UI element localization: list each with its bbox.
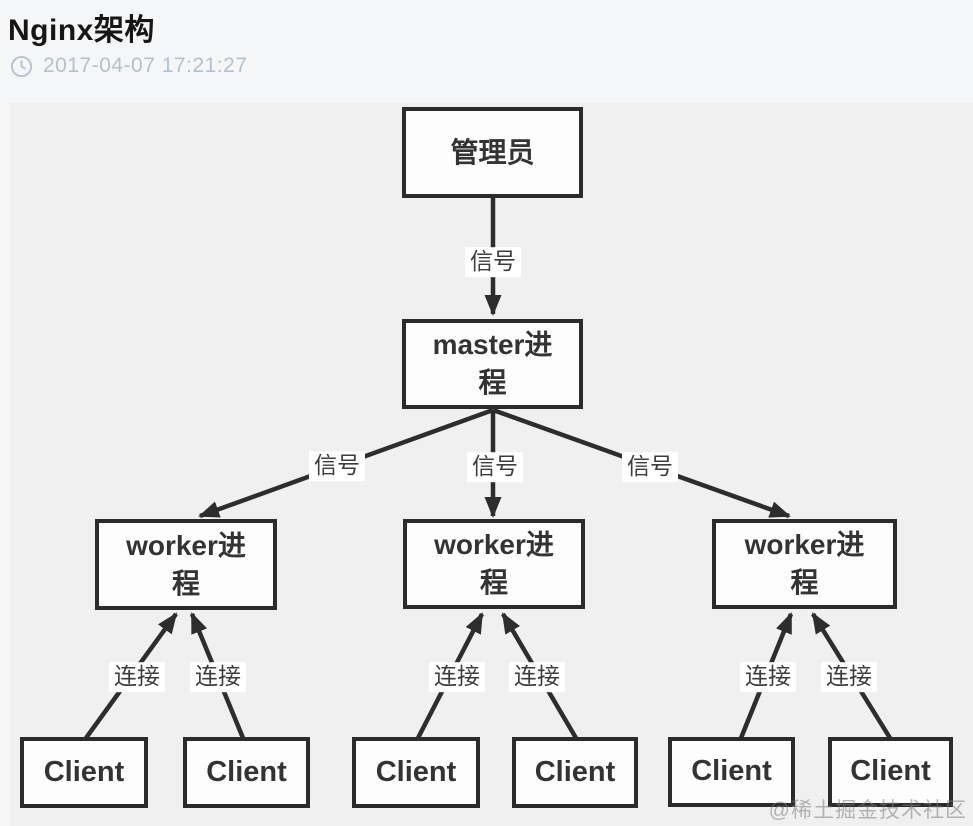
site-watermark: @稀土掘金技术社区 — [768, 799, 967, 822]
node-client-6: Client — [828, 737, 953, 807]
node-master: master进程 — [402, 319, 583, 409]
edge-label-signal-top: 信号 — [465, 247, 521, 277]
edge-label-signal-left: 信号 — [309, 451, 365, 481]
post-timestamp: 2017-04-07 17:21:27 — [43, 54, 248, 77]
edge-label-connection-1: 连接 — [109, 662, 165, 692]
node-worker-1: worker进程 — [95, 519, 277, 610]
edge-label-connection-4: 连接 — [509, 662, 565, 692]
post-meta: 2017-04-07 17:21:27 — [10, 54, 248, 78]
edge-label-connection-5: 连接 — [740, 662, 796, 692]
page-title: Nginx架构 — [8, 14, 155, 47]
edge-label-connection-6: 连接 — [821, 662, 877, 692]
edge-label-signal-right: 信号 — [622, 452, 678, 482]
node-client-2: Client — [183, 737, 310, 808]
edge-label-signal-middle: 信号 — [467, 452, 523, 482]
node-client-3: Client — [352, 737, 480, 808]
edge-label-connection-2: 连接 — [190, 662, 246, 692]
node-worker-3: worker进程 — [712, 519, 897, 609]
node-client-1: Client — [20, 737, 148, 808]
node-worker-2: worker进程 — [403, 519, 585, 609]
node-client-5: Client — [668, 737, 795, 807]
node-admin: 管理员 — [402, 107, 583, 198]
edge-label-connection-3: 连接 — [429, 662, 485, 692]
node-client-4: Client — [512, 737, 638, 808]
clock-icon — [10, 55, 33, 77]
